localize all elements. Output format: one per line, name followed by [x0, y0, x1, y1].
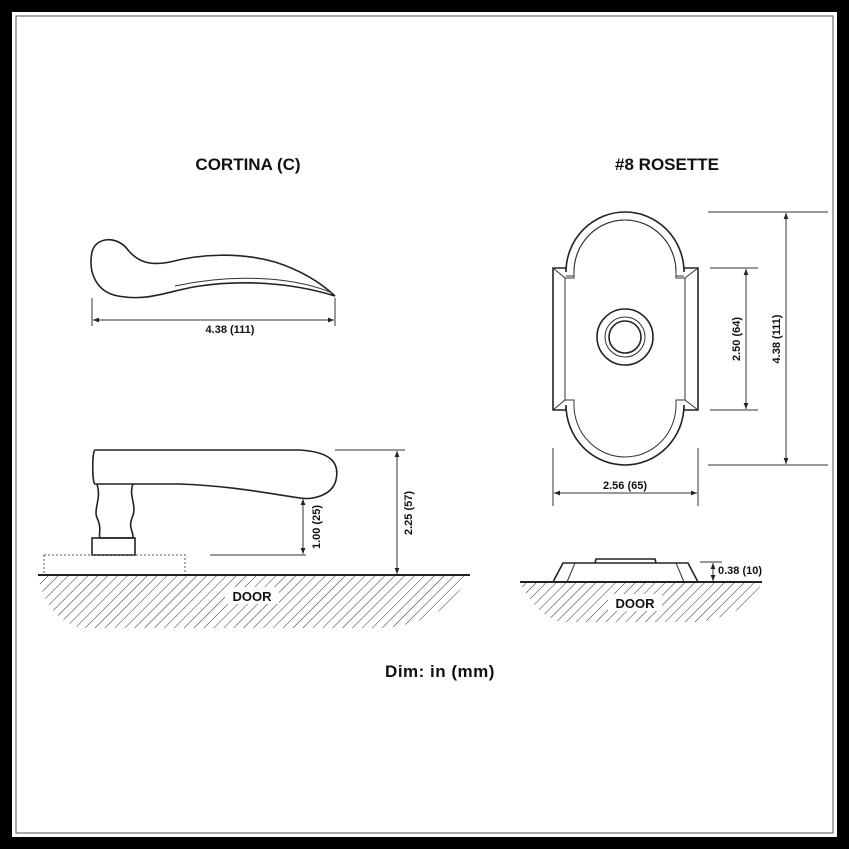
rosette-door-label: DOOR [616, 596, 656, 611]
lever-clearance-dimension: 1.00 (25) [210, 499, 323, 556]
lever-length-label: 4.38 (111) [206, 324, 255, 336]
rosette-inner-height-label: 2.50 (64) [731, 317, 743, 361]
lever-door-label: DOOR [233, 589, 273, 604]
units-note: Dim: in (mm) [385, 662, 495, 681]
rosette-width-label: 2.56 (65) [603, 480, 647, 492]
lever-door-section: DOOR [38, 574, 470, 628]
lever-title: CORTINA (C) [195, 155, 300, 174]
rosette-inner-height-dimension: 2.50 (64) [710, 267, 758, 411]
lever-clearance-label: 1.00 (25) [311, 505, 323, 549]
rosette-profile-view: DOOR [520, 558, 762, 622]
rosette-title: #8 ROSETTE [615, 155, 719, 174]
lever-side-view [43, 449, 338, 576]
inner-border [15, 15, 834, 834]
rosette-height-label: 4.38 (111) [771, 314, 783, 363]
rosette-height-dimension: 4.38 (111) [708, 211, 828, 466]
lever-projection-dimension: 2.25 (57) [335, 449, 415, 574]
lever-length-dimension: 4.38 (111) [91, 298, 336, 336]
rosette-thickness-label: 0.38 (10) [718, 565, 762, 577]
lever-top-view [90, 238, 336, 299]
rosette-thickness-dimension: 0.38 (10) [700, 561, 762, 581]
diagram-canvas [12, 12, 837, 837]
lever-projection-label: 2.25 (57) [403, 491, 415, 535]
rosette-front-view [552, 211, 699, 466]
rosette-width-dimension: 2.56 (65) [552, 448, 699, 506]
